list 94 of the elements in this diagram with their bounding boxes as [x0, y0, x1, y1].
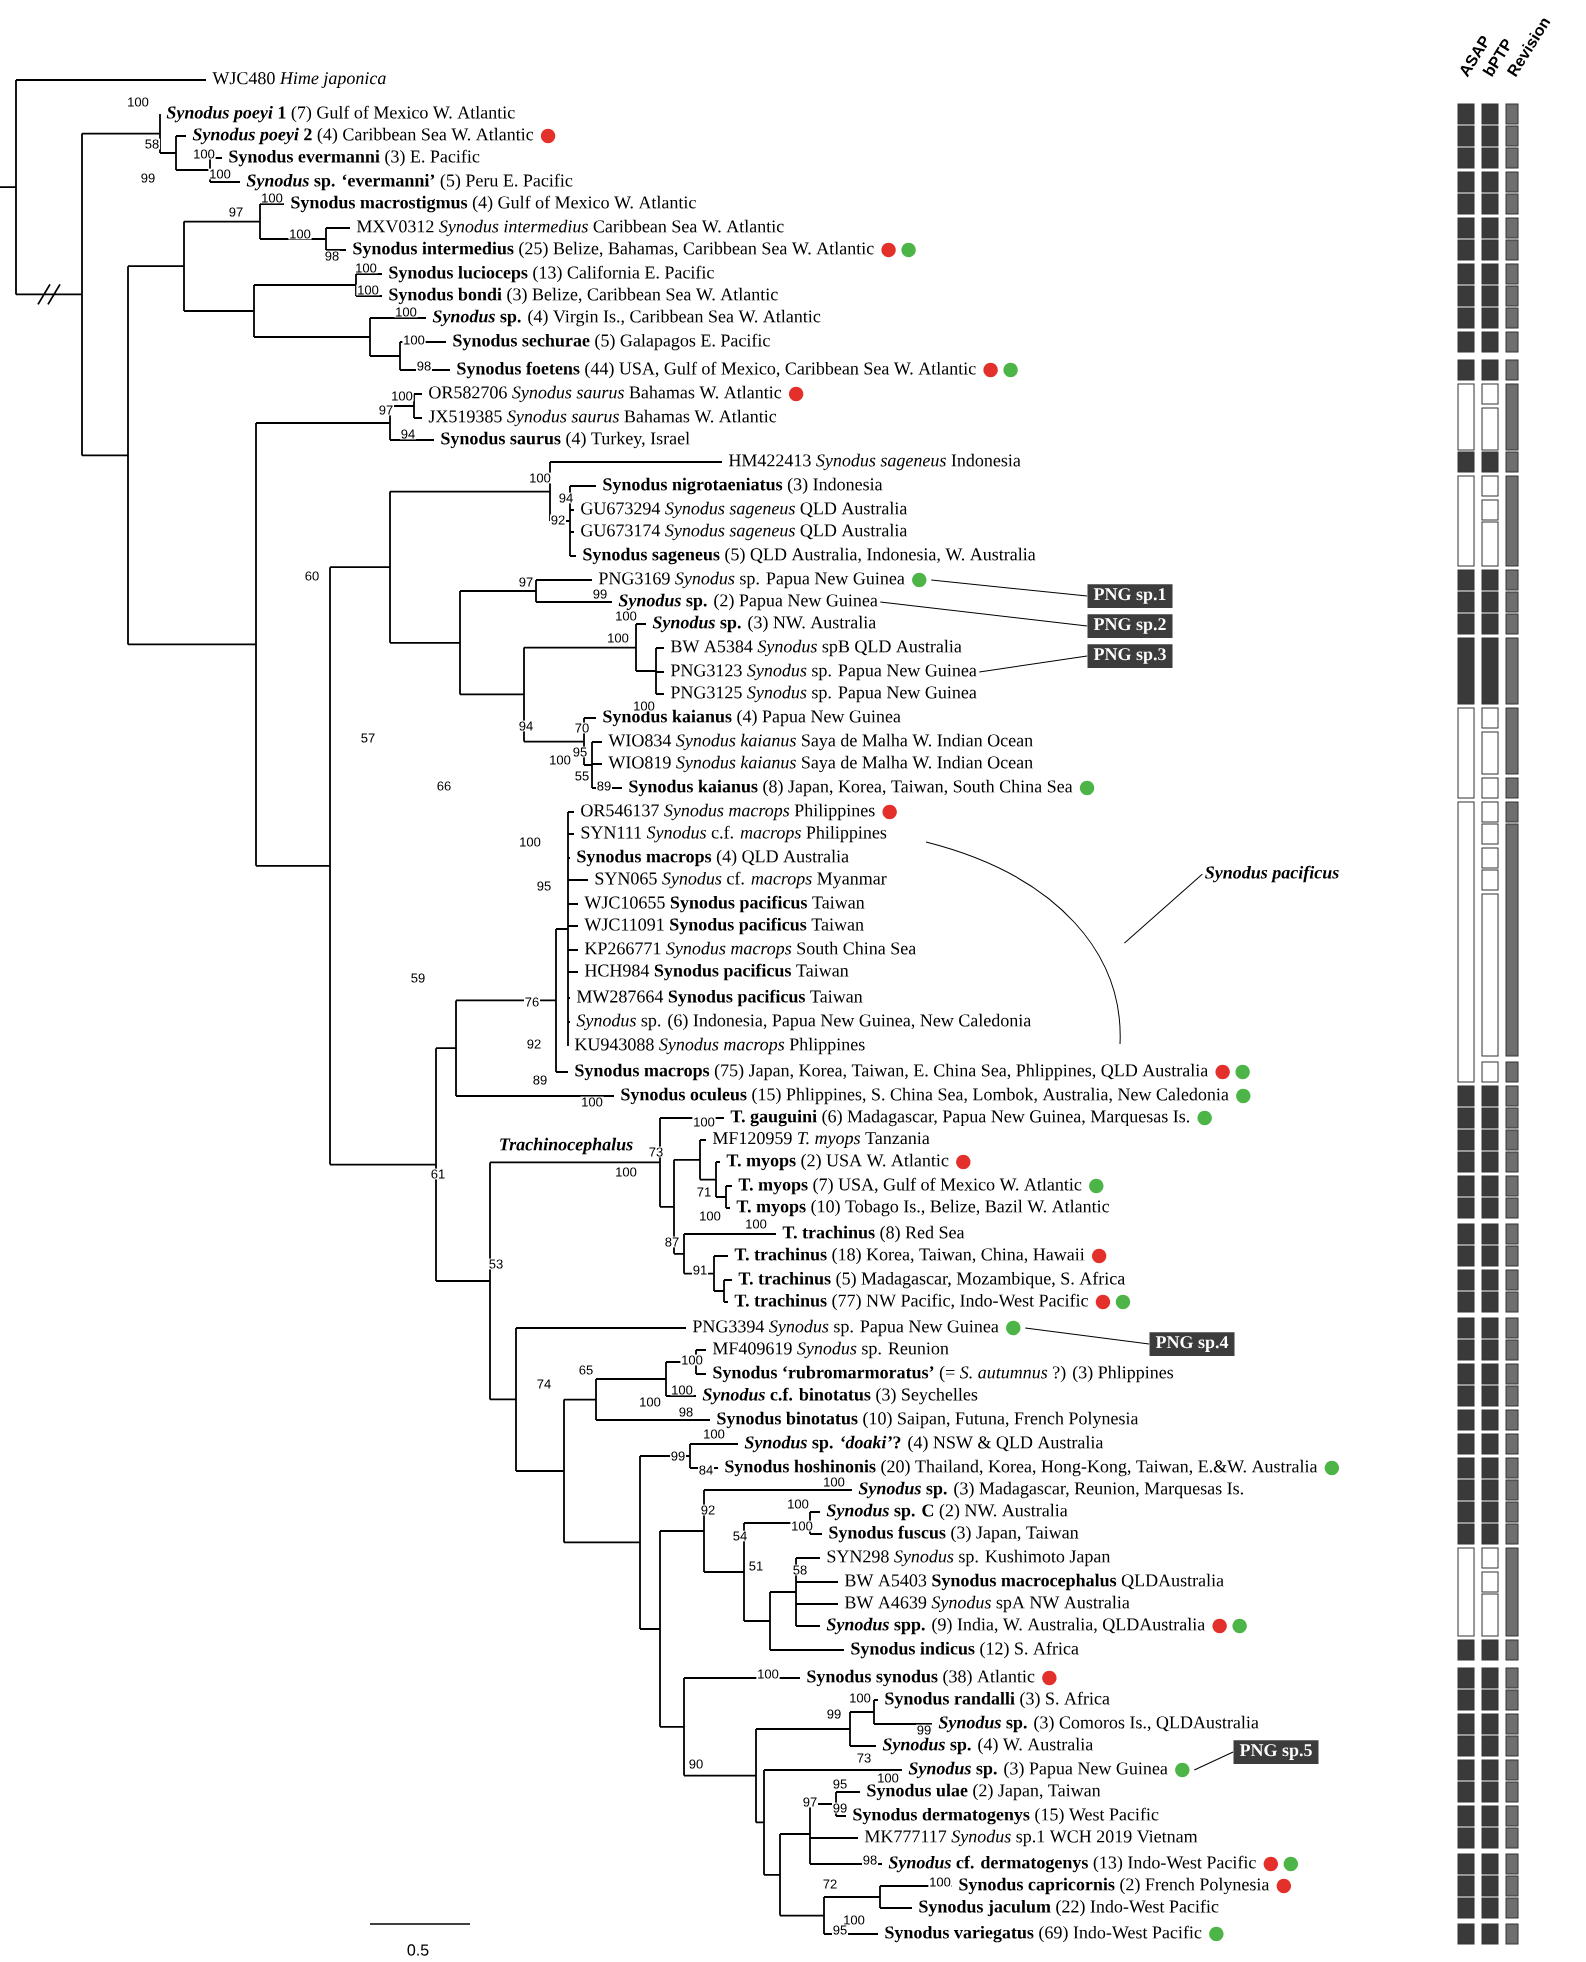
taxon-label: Synodus sp. (3) NW. Australia	[652, 615, 876, 633]
taxon-label: Synodus kaianus (4) Papua New Guinea	[603, 709, 901, 727]
taxon-label: GU673174 Synodus sageneus QLD Australia	[581, 523, 908, 541]
taxon-label: Synodus sechurae (5) Galapagos E. Pacific	[453, 333, 770, 351]
taxon-label: WJC11091 Synodus pacificus Taiwan	[584, 917, 864, 935]
taxon-label: BW A5403 Synodus macrocephalus QLDAustralia	[844, 1573, 1224, 1591]
taxon-label: Synodus binotatus (10) Saipan, Futuna, French Polynesia	[717, 1411, 1139, 1429]
taxon-label: Synodus macrops (75) Japan, Korea, Taiwan, E. China Sea, Phlippines, QLD Australia	[575, 1063, 1208, 1081]
taxon-label: SYN298 Synodus sp. Kushimoto Japan	[827, 1549, 1111, 1567]
taxon-label: MF409619 Synodus sp. Reunion	[712, 1341, 949, 1359]
taxon-label: Synodus sp. C (2) NW. Australia	[826, 1503, 1068, 1521]
taxon-label: SYN065 Synodus cf. macrops Myanmar	[595, 871, 887, 889]
taxon-label: KU943088 Synodus macrops Phlippines	[574, 1037, 865, 1055]
taxon-label: PNG3169 Synodus sp. Papua New Guinea	[598, 571, 905, 589]
taxon-label: PNG3125 Synodus sp. Papua New Guinea	[670, 685, 977, 703]
taxon-label: WIO834 Synodus kaianus Saya de Malha W. Indian Ocean	[608, 733, 1033, 751]
taxon-label: Synodus jaculum (22) Indo-West Pacific	[919, 1899, 1219, 1917]
taxon-label: SYN111 Synodus c.f. macrops Philippines	[581, 825, 887, 843]
taxon-label: Synodus ulae (2) Japan, Taiwan	[867, 1783, 1101, 1801]
taxon-label: WIO819 Synodus kaianus Saya de Malha W. Indian Ocean	[608, 755, 1033, 773]
taxon-label: Synodus poeyi 2 (4) Caribbean Sea W. Atlantic	[192, 127, 534, 145]
taxon-label: T. myops (2) USA W. Atlantic	[726, 1153, 949, 1171]
taxon-label: Synodus variegatus (69) Indo-West Pacific	[885, 1925, 1202, 1943]
taxon-label: Synodus hoshinonis (20) Thailand, Korea, Hong-Kong, Taiwan, E.&W. Australia	[725, 1459, 1318, 1477]
taxon-label: Synodus sp. (3) Papua New Guinea	[908, 1761, 1168, 1779]
taxon-label: MW287664 Synodus pacificus Taiwan	[576, 989, 863, 1007]
taxon-label: Synodus c.f. binotatus (3) Seychelles	[702, 1387, 978, 1405]
taxon-label: Synodus ‘rubromarmoratus’ (= S. autumnus ?) (3) Phlippines	[713, 1365, 1174, 1383]
leader-line	[1123, 873, 1203, 944]
taxon-label: Synodus evermanni (3) E. Pacific	[229, 149, 480, 167]
taxon-label: GU673294 Synodus sageneus QLD Australia	[581, 501, 908, 519]
taxon-label: Synodus dermatogenys (15) West Pacific	[853, 1807, 1159, 1825]
scale-value: 0.5	[407, 1944, 429, 1956]
taxon-label: Synodus poeyi 1 (7) Gulf of Mexico W. Atlantic	[166, 105, 515, 123]
taxon-label: OR546137 Synodus macrops Philippines	[581, 803, 875, 821]
taxon-label: Synodus oculeus (15) Phlippines, S. China Sea, Lombok, Australia, New Caledonia	[621, 1087, 1229, 1105]
taxon-label: Synodus sp. (2) Papua New Guinea	[618, 593, 878, 611]
taxon-label: Synodus cf. dermatogenys (13) Indo-West Pacific	[888, 1855, 1256, 1873]
taxon-label: PNG3123 Synodus sp. Papua New Guinea	[670, 663, 977, 681]
species-tag: PNG sp.3	[1087, 644, 1173, 668]
taxon-label: Synodus lucioceps (13) California E. Pacific	[389, 265, 714, 283]
taxon-label: Synodus sp. (3) Madagascar, Reunion, Marquesas Is.	[858, 1481, 1243, 1499]
taxon-label: JX519385 Synodus saurus Bahamas W. Atlantic	[428, 409, 777, 427]
leader-line	[1024, 1327, 1150, 1345]
taxon-label: BW A5384 Synodus spB QLD Australia	[670, 639, 962, 657]
species-tag: PNG sp.5	[1233, 1740, 1319, 1764]
taxon-label: T. myops (10) Tobago Is., Belize, Bazil W. Atlantic	[736, 1199, 1110, 1217]
clade-label: Synodus pacificus	[1205, 865, 1339, 883]
taxon-label: Synodus sp. (4) W. Australia	[882, 1737, 1093, 1755]
taxon-label: T. gauguini (6) Madagascar, Papua New Guinea, Marquesas Is.	[730, 1109, 1190, 1127]
taxon-label: Synodus randalli (3) S. Africa	[885, 1691, 1110, 1709]
taxon-label: Synodus indicus (12) S. Africa	[851, 1641, 1079, 1659]
clade-name: Trachinocephalus	[497, 1136, 635, 1156]
taxon-label: Synodus macrostigmus (4) Gulf of Mexico W. Atlantic	[291, 195, 696, 213]
taxon-label: T. trachinus (5) Madagascar, Mozambique, S. Africa	[738, 1271, 1125, 1289]
taxon-label: Synodus sp. (3) Comoros Is., QLDAustralia	[938, 1715, 1259, 1733]
taxon-label: Synodus spp. (9) India, W. Australia, QLDAustralia	[826, 1617, 1205, 1635]
leader-line	[930, 579, 1088, 597]
species-tag: PNG sp.2	[1087, 614, 1173, 638]
taxon-label: Synodus saurus (4) Turkey, Israel	[441, 431, 690, 449]
taxon-label: Synodus fuscus (3) Japan, Taiwan	[829, 1525, 1079, 1543]
taxon-label: OR582706 Synodus saurus Bahamas W. Atlantic	[429, 385, 782, 403]
taxon-label: MK777117 Synodus sp.1 WCH 2019 Vietnam	[864, 1829, 1198, 1847]
taxon-label: MXV0312 Synodus intermedius Caribbean Sea W. Atlantic	[356, 219, 784, 237]
taxon-label: T. trachinus (8) Red Sea	[782, 1225, 965, 1243]
species-tag: PNG sp.4	[1149, 1332, 1235, 1356]
taxon-label: T. myops (7) USA, Gulf of Mexico W. Atlantic	[738, 1177, 1082, 1195]
taxon-label: MF120959 T. myops Tanzania	[712, 1132, 930, 1148]
taxon-label: HM422413 Synodus sageneus Indonesia	[728, 453, 1021, 471]
taxon-label: Synodus sp. ‘evermanni’ (5) Peru E. Pacific	[246, 173, 573, 191]
species-tag: PNG sp.1	[1087, 584, 1173, 608]
taxon-label: HCH984 Synodus pacificus Taiwan	[584, 963, 849, 981]
leader-line	[879, 601, 1088, 627]
leader-line	[978, 655, 1088, 673]
taxon-label: Synodus nigrotaeniatus (3) Indonesia	[603, 477, 883, 495]
leader-line	[1193, 1751, 1234, 1771]
taxon-label: Synodus sp. (6) Indonesia, Papua New Guinea, New Caledonia	[576, 1013, 1032, 1031]
taxon-label: WJC480 Hime japonica	[212, 72, 386, 88]
taxon-label: T. trachinus (18) Korea, Taiwan, China, Hawaii	[734, 1247, 1085, 1265]
taxon-label: Synodus macrops (4) QLD Australia	[577, 849, 849, 867]
taxon-label: Synodus sp. ‘doaki’? (4) NSW & QLD Australia	[744, 1435, 1104, 1453]
taxon-label: Synodus kaianus (8) Japan, Korea, Taiwan, South China Sea	[629, 779, 1073, 797]
taxon-label: KP266771 Synodus macrops South China Sea	[584, 941, 916, 959]
taxon-label: Synodus foetens (44) USA, Gulf of Mexico, Caribbean Sea W. Atlantic	[457, 361, 976, 379]
taxon-label: T. trachinus (77) NW Pacific, Indo-West Pacific	[734, 1293, 1088, 1311]
taxon-label: Synodus capricornis (2) French Polynesia	[959, 1877, 1270, 1895]
taxon-label: Synodus sp. (4) Virgin Is., Caribbean Sea W. Atlantic	[432, 309, 821, 327]
taxon-label: PNG3394 Synodus sp. Papua New Guinea	[692, 1319, 999, 1337]
taxon-label: Synodus intermedius (25) Belize, Bahamas, Caribbean Sea W. Atlantic	[353, 241, 874, 259]
taxon-label: BW A4639 Synodus spA NW Australia	[844, 1595, 1130, 1613]
taxon-label: Synodus synodus (38) Atlantic	[807, 1669, 1035, 1687]
taxon-label: Synodus bondi (3) Belize, Caribbean Sea W. Atlantic	[389, 287, 778, 305]
taxon-label: WJC10655 Synodus pacificus Taiwan	[584, 895, 865, 913]
taxon-label: Synodus sageneus (5) QLD Australia, Indonesia, W. Australia	[583, 547, 1036, 565]
